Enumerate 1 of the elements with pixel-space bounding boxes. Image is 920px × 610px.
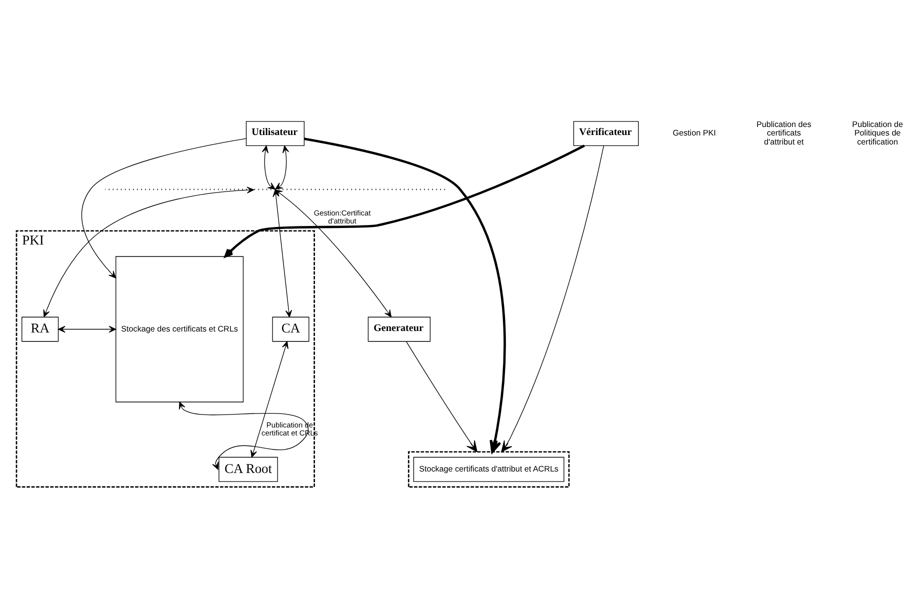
edge-label: Gestion:Certificat d'attribut [314,208,371,226]
